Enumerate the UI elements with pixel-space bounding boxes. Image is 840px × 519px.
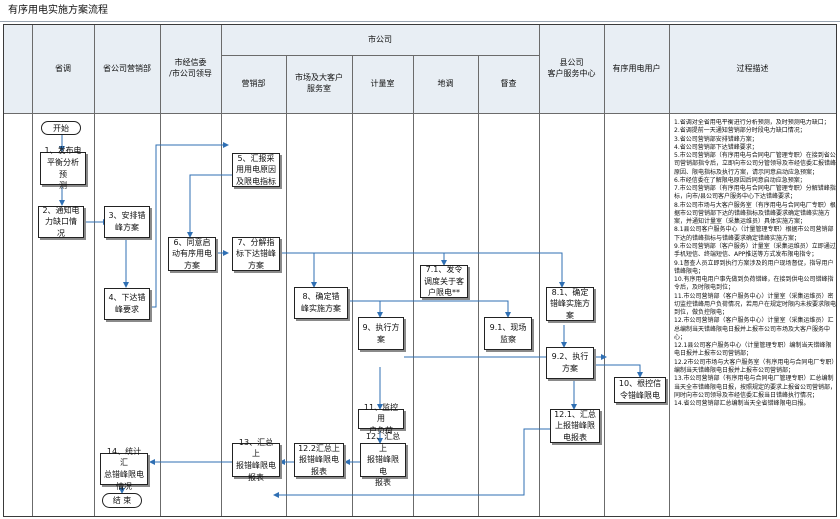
- description-item: 3.省公司营销部安排错峰方案；: [674, 135, 758, 143]
- step-12-1-node: 12.1、汇总 上报错峰限 电报表: [550, 409, 600, 443]
- arrow-n4-n5: [150, 142, 229, 308]
- step-3-node: 3、安排错 峰方案: [104, 206, 150, 238]
- description-item: 4.省公司营销部下达错峰要求；: [674, 143, 758, 151]
- description-item: 6.市经信委在了解限电原因后同意启动应急预案；: [674, 176, 806, 184]
- page-title: 有序用电实施方案流程: [0, 0, 840, 22]
- lane-header-xian-gongsi: 县公司 客户服务中心: [547, 58, 596, 78]
- description-item: 12.市公司营销部（客户服务中心）计量室（采集运维员）汇总编制当天错峰限电日报并…: [674, 317, 834, 341]
- lane-header-didiao: 地调: [437, 78, 454, 88]
- lane-header-jiliang: 计量室: [370, 78, 395, 88]
- end-terminator: 结 束: [102, 493, 142, 508]
- lane-header-yingxiao: 营销部: [241, 78, 266, 88]
- lane-header-guocheng: 过程描述: [736, 63, 769, 73]
- swimlane-diagram: 省调 省公司营销部 市经信委 /市公司领导 市公司 营销部 市场及大客户 服务室…: [3, 24, 837, 517]
- step-9-2-node: 9.2、执行 方案: [546, 347, 594, 379]
- step-6-node: 6、同意启 动有序用电 方案: [168, 237, 216, 271]
- arrow-n92-n10: [594, 364, 643, 378]
- step-12-2-node: 12.2汇总上 报错峰限电 报表: [294, 443, 344, 477]
- description-item: 9.1督查人员立即到执行方案涉及的用户现场督促，指导用户错峰限电；: [674, 259, 834, 275]
- arrow-n8-n9: [350, 300, 383, 318]
- lane-header-shichang: 市场及大客户 服务室: [295, 73, 343, 93]
- step-11-node: 11、监控用 户负荷: [358, 403, 404, 435]
- lane-header-shengdiao: 省调: [55, 63, 71, 73]
- description-item: 7.市公司营销部（有序用电与合同电厂管理专职）分解错峰指标，向市/县公司客户服务…: [674, 185, 836, 201]
- description-item: 13.市公司营销部（有序用电与合同电厂管理专职）汇总编制当天全市错峰限电日报，按…: [674, 375, 836, 399]
- process-description: 1.省调对全省用电平衡进行分析预测，及时预测电力缺口；2.省调提前一天通知营销部…: [674, 119, 836, 514]
- step-1-node: 1、发布电 平衡分析预 测: [40, 146, 86, 190]
- arrow-n5-n6: [187, 174, 236, 238]
- step-13-node: 13、汇总上 报错峰限电 报表: [232, 438, 280, 482]
- description-item: 10.有序用电用户事先做到负荷错峰，在接到供电公司错峰指令后，及时限电到位；: [674, 276, 834, 292]
- description-item: 9.市公司营销部（客户服务）计量室（采集运维员）立即通过手机短信、终端短信、AP…: [674, 242, 836, 259]
- description-item: 5.市公司营销部（有序用电与合同电厂管理专职）在接到省公司营销部指令后，立即向市…: [674, 152, 836, 176]
- step-4-node: 4、下达错 峰要求: [104, 288, 150, 320]
- step-9-1-node: 9.1、现场 监察: [484, 317, 532, 350]
- lane-header-shi-jingwei: 市经信委 /市公司领导: [169, 58, 212, 78]
- description-item: 8.市公司市场与大客户服务室（有序用电与合同电厂专职）根据市公司营销部下达的错峰…: [674, 201, 836, 226]
- step-5-node: 5、汇报采 用用电原因 及限电指标: [232, 153, 280, 187]
- step-12-node: 12、汇总上 报错峰限电 报表: [360, 432, 406, 487]
- description-item: 2.省调提前一天通知营销部分时段电力缺口情况；: [674, 127, 806, 135]
- description-item: 8.1县公司客户服务中心（计量管理专职）根据市公司营销部下达的错峰指标与错峰要求…: [674, 226, 834, 242]
- step-10-node: 10、根控信 令错峰限电: [614, 377, 666, 403]
- step-14-node: 14、统计汇 总错峰限电 情况: [100, 447, 148, 491]
- description-item: 1.省调对全省用电平衡进行分析预测，及时预测电力缺口；: [674, 119, 830, 126]
- step-8-node: 8、确定错 峰实施方案: [294, 287, 348, 319]
- lane-header-sheng-yingxiao: 省公司营销部: [103, 63, 151, 73]
- lane-header-ducha: 督查: [500, 78, 517, 88]
- description-item: 14.省公司营销部汇总编制当天全省错峰限电日报。: [674, 400, 810, 408]
- lane-header-yonghu: 有序用电用户: [612, 63, 661, 73]
- start-terminator: 开始: [41, 121, 81, 135]
- step-9-node: 9、执行方 案: [358, 317, 404, 350]
- step-8-1-node: 8.1、确定 错峰实施方 案: [546, 287, 594, 321]
- step-7-node: 7、分解指 标下达错峰 方案: [232, 237, 280, 271]
- description-item: 12.1县公司客户服务中心（计量管理专职）编制当天错峰限电日报并上报市公司营销部…: [674, 342, 832, 358]
- lane-header-shi-gongsi: 市公司: [368, 34, 392, 44]
- arrow-n8-n91: [380, 300, 511, 318]
- step-7-1-node: 7.1、发令 调度关于客 户限电**: [420, 265, 468, 298]
- description-item: 11.市公司营销部（客户服务中心）计量室（采集运维员）密切监控错峰用户负荷情况，…: [674, 292, 836, 317]
- step-2-node: 2、通知电 力缺口情况: [38, 206, 84, 238]
- description-item: 12.2市公司市场与大客户服务室（有序用电与合同电厂专职）编制当天错峰限电日报并…: [674, 358, 835, 374]
